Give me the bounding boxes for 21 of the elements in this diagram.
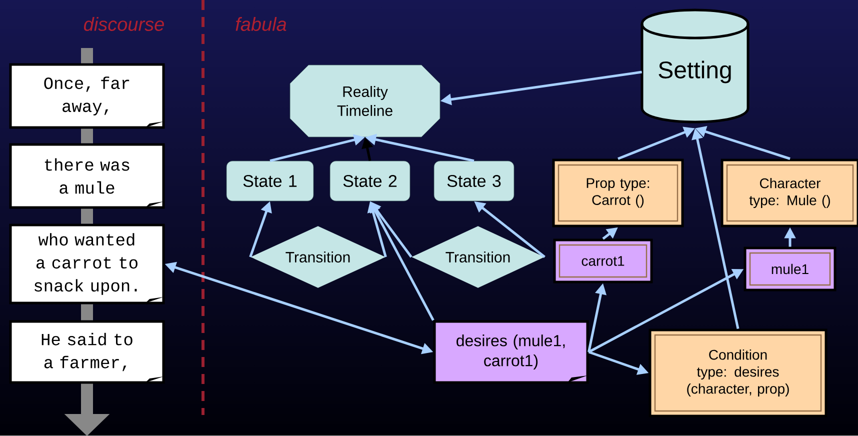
type-frame: Prop type: Carrot () xyxy=(552,158,684,228)
timeline-octagon: Reality Timeline xyxy=(290,64,440,138)
timeline-segment xyxy=(81,208,93,224)
section-label: discourse xyxy=(84,17,164,31)
database-cylinder: Setting xyxy=(640,8,750,124)
type-frame: Condition type: desires (character, prop) xyxy=(648,328,828,418)
text-card: there was a mule xyxy=(9,143,165,209)
timeline-segment xyxy=(81,128,93,144)
text-card: who wanted a carrot to snack upon. xyxy=(9,224,165,304)
type-frame: Character type: Mule () xyxy=(720,158,858,228)
text-card: He said to a farmer, xyxy=(9,320,165,384)
state-box: State 1 xyxy=(226,160,314,202)
state-box: State 2 xyxy=(330,160,410,202)
timeline-segment xyxy=(81,304,93,320)
section-label: fabula xyxy=(236,17,286,31)
instance-box: carrot1 xyxy=(553,238,653,284)
instance-box: mule1 xyxy=(744,246,836,292)
text-card: Once, far away, xyxy=(9,63,165,129)
condition-note: desires (mule1, carrot1) xyxy=(433,320,589,384)
timeline-segment xyxy=(81,48,93,64)
state-box: State 3 xyxy=(434,160,514,202)
